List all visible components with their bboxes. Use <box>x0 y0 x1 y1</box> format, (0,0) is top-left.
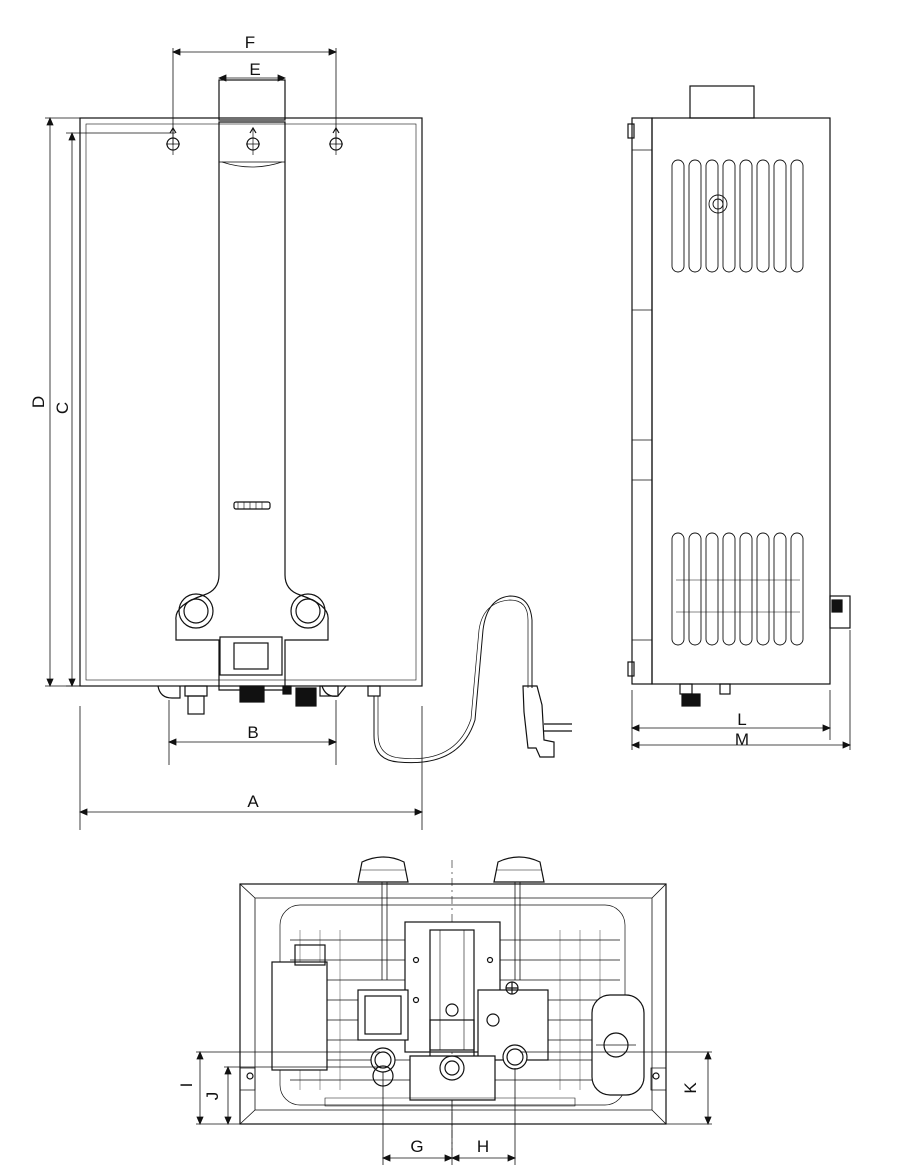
power-plug <box>522 685 572 758</box>
label-G: G <box>410 1137 423 1156</box>
dim-C <box>66 131 175 688</box>
front-panel <box>175 121 329 691</box>
side-view: L M <box>627 85 852 750</box>
side-flue <box>689 85 755 119</box>
label-D: D <box>29 396 48 408</box>
label-H: H <box>477 1137 489 1156</box>
label-M: M <box>735 730 749 749</box>
bottom-knob-left <box>357 856 409 980</box>
label-L: L <box>737 710 746 729</box>
dim-J <box>224 1065 380 1126</box>
bottom-vents <box>671 532 804 646</box>
power-cable <box>373 595 533 764</box>
flue-outlet <box>218 79 286 121</box>
dim-F <box>171 48 338 145</box>
label-J: J <box>203 1092 222 1101</box>
right-component <box>591 994 645 1096</box>
dim-L <box>630 690 832 750</box>
heater-body <box>79 117 423 687</box>
dim-K <box>520 1050 712 1126</box>
display-window <box>219 636 283 676</box>
mounting-hole-center <box>246 126 260 155</box>
bottom-housing-outer <box>239 883 667 1125</box>
brand-badge <box>233 501 271 510</box>
dim-E <box>217 74 287 82</box>
dim-I <box>196 1050 380 1126</box>
temperature-knob-left <box>178 593 214 629</box>
pipe-connection-right <box>502 1044 528 1070</box>
wall-bracket <box>631 117 653 685</box>
pipe-connection-center <box>409 1055 496 1101</box>
label-K: K <box>681 1082 700 1094</box>
label-B: B <box>247 723 258 742</box>
side-knob <box>829 595 851 629</box>
dim-B <box>167 700 338 765</box>
label-I: I <box>177 1083 196 1088</box>
front-view: F E B A D C <box>29 33 572 830</box>
dim-G <box>381 1072 454 1165</box>
bottom-view: G H I J K <box>177 856 712 1165</box>
dim-M <box>630 630 852 750</box>
label-F: F <box>245 33 255 52</box>
temperature-knob-right <box>290 593 326 629</box>
bottom-knob-right <box>493 856 545 980</box>
dim-A <box>78 706 424 830</box>
label-C: C <box>53 402 72 414</box>
label-A: A <box>247 792 259 811</box>
top-vents <box>671 159 804 273</box>
pipe-connection-left <box>370 1047 396 1087</box>
label-E: E <box>249 60 260 79</box>
dim-H <box>450 1068 517 1165</box>
